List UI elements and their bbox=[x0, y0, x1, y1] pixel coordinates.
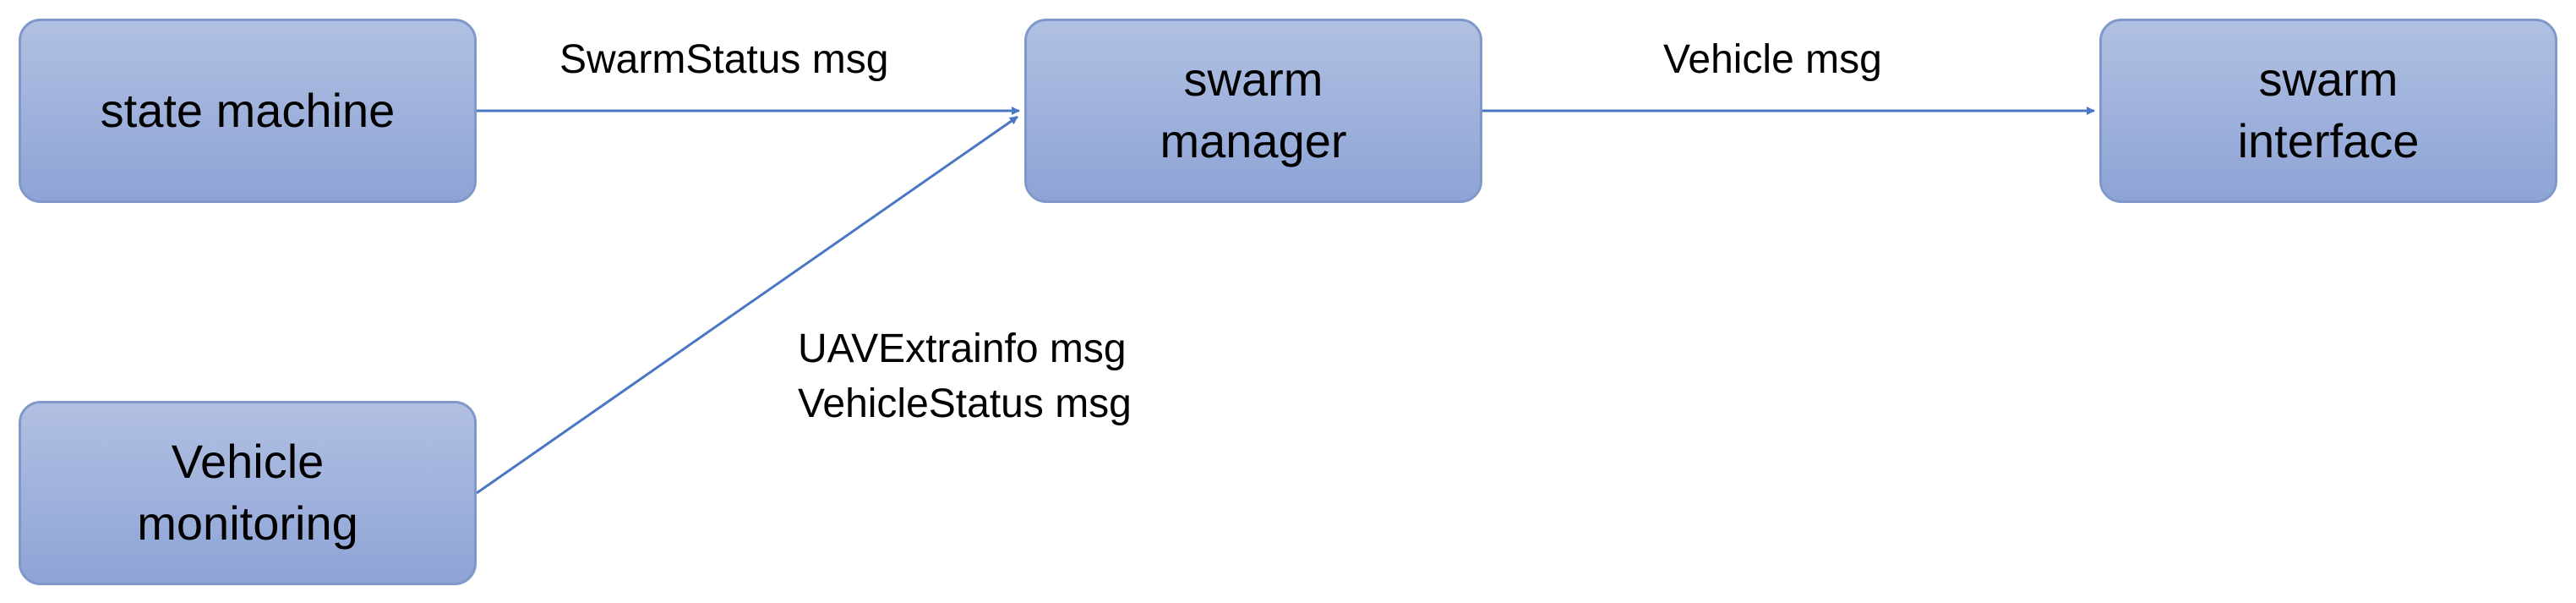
edge-label-swarmstatus: SwarmStatus msg bbox=[559, 37, 889, 82]
edge-label-group-monitoring: UAVExtrainfo msg VehicleStatus msg bbox=[798, 321, 1132, 432]
edge-label-uavextrainfo: UAVExtrainfo msg bbox=[798, 326, 1127, 371]
node-state-machine: state machine bbox=[19, 19, 477, 203]
node-swarm-interface: swarm interface bbox=[2099, 19, 2557, 203]
edge-label-vehicle: Vehicle msg bbox=[1663, 37, 1882, 82]
edge-label-vehiclestatus: VehicleStatus msg bbox=[798, 381, 1132, 427]
edge-vehicle-monitoring-to-swarm-manager bbox=[476, 115, 1018, 495]
node-swarm-manager: swarm manager bbox=[1024, 19, 1482, 203]
node-vehicle-monitoring: Vehicle monitoring bbox=[19, 401, 477, 585]
